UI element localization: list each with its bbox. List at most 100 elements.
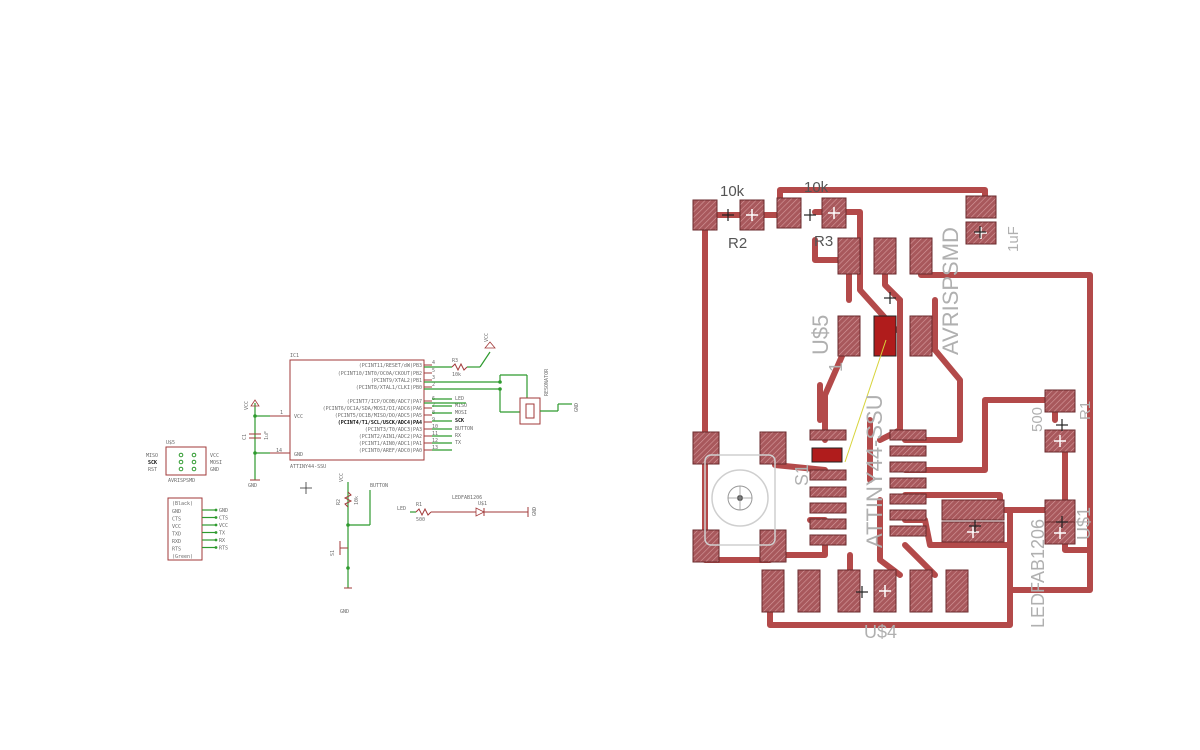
smd-pad xyxy=(909,237,933,275)
switch-name: S1 xyxy=(330,550,336,556)
ic1-symbol[interactable]: IC1 ATTINY44-SSU VCC GND 1 14 (PCINT11/R… xyxy=(270,353,473,470)
ic1-pin-label: (PCINT2/AIN1/ADC2)PA2 xyxy=(359,434,422,440)
ic-pin1-marker xyxy=(811,447,843,463)
board-ftdi-name: U$4 xyxy=(864,622,897,642)
board-pads xyxy=(692,195,1076,613)
button-net-label: BUTTON xyxy=(370,483,388,489)
r1-name: R1 xyxy=(416,502,422,508)
board-led-part: LEDFAB1206 xyxy=(1028,519,1048,628)
smd-pad xyxy=(692,199,718,231)
isp-name: U$5 xyxy=(166,440,175,446)
isp-pin-dots xyxy=(178,452,197,472)
board-ic-num: 1 xyxy=(826,362,846,372)
smd-pad xyxy=(889,445,927,457)
ic1-pin-label: (PCINT3/T0/ADC3)PA3 xyxy=(365,427,422,433)
ftdi-pin-label: TXD xyxy=(172,532,181,538)
led-name: U$1 xyxy=(478,501,487,507)
ftdi-net-label: CTS xyxy=(219,516,228,522)
ftdi-net-label: TX xyxy=(219,531,225,537)
ftdi-pin-label: CTS xyxy=(172,517,181,523)
smd-pad xyxy=(945,569,969,613)
isp-center-marker xyxy=(873,315,897,357)
smd-pad xyxy=(809,502,847,514)
resonator-net[interactable]: RESONATOR GND xyxy=(424,368,580,425)
r2-name: R2 xyxy=(336,499,342,505)
ftdi-net-label: VCC xyxy=(219,523,228,529)
smd-pad xyxy=(809,429,847,441)
ftdi-pin-label: RXD xyxy=(172,539,181,545)
ic1-net-label: TX xyxy=(455,440,461,446)
led-net-label: LED xyxy=(397,506,406,512)
smd-pad xyxy=(809,518,847,530)
gnd-label-led: GND xyxy=(532,507,538,516)
smd-pad xyxy=(837,237,861,275)
smd-pad xyxy=(759,529,787,563)
ic1-pin-number: 11 xyxy=(432,431,438,437)
ic1-pin-label: (PCINT10/INT0/OC0A/CKOUT)PB2 xyxy=(338,371,422,377)
schematic-view[interactable]: IC1 ATTINY44-SSU VCC GND 1 14 (PCINT11/R… xyxy=(146,333,580,615)
smd-pad xyxy=(759,431,787,465)
smd-pad xyxy=(761,569,785,613)
smd-pad xyxy=(809,486,847,498)
board-c-value: 1uF xyxy=(1005,226,1022,252)
ic1-pin-label: (PCINT1/AIN0/ADC1)PA1 xyxy=(359,441,422,447)
board-led-name: U$1 xyxy=(1074,507,1094,540)
ic1-pin-number: 3 xyxy=(432,375,435,381)
smd-pad xyxy=(889,525,927,537)
ic1-name: IC1 xyxy=(290,353,299,359)
board-isp-name: U$5 xyxy=(808,315,833,355)
vcc-decoupling[interactable]: VCC C1 1uF GND xyxy=(242,399,270,489)
ic1-pin-number: 2 xyxy=(432,382,435,388)
button-circuit[interactable]: BUTTON VCC R2 10k S1 GND xyxy=(330,473,388,615)
smd-pad xyxy=(837,315,861,357)
c1-name: C1 xyxy=(242,434,248,440)
r3-resistor[interactable]: R3 10k VCC xyxy=(424,333,496,378)
ftdi-net-label: RTS xyxy=(219,546,228,552)
ic1-pin-label: (PCINT6/OC1A/SDA/MOSI/DI/ADC6)PA6 xyxy=(323,406,422,412)
ic1-pin-label: (PCINT5/OC1B/MISO/DO/ADC5)PA5 xyxy=(335,413,422,419)
ic1-net-label: MISO xyxy=(455,403,467,409)
r1-value: 500 xyxy=(416,517,425,523)
smd-pad xyxy=(889,429,927,441)
smd-pad xyxy=(941,499,1005,521)
smd-pad xyxy=(776,197,802,229)
led-part: LEDFAB1206 xyxy=(452,495,482,501)
ftdi-pin-label: (Green) xyxy=(172,554,193,560)
ic1-net-label: RX xyxy=(455,433,461,439)
isp-header-symbol[interactable]: U$5 AVRISPSMD MISO SCK RST VCC MOSI GND xyxy=(146,440,222,484)
gnd-label-left: GND xyxy=(248,483,257,489)
isp-left-1: SCK xyxy=(148,460,157,466)
board-r2-name: R2 xyxy=(728,235,747,252)
board-view[interactable]: 10k R2 10k R3 1uF AVRISPSMD U$5 ATTINY44… xyxy=(692,179,1094,642)
isp-right-2: GND xyxy=(210,467,219,473)
smd-pad xyxy=(1044,389,1076,413)
ftdi-pin-label: VCC xyxy=(172,524,181,530)
ftdi-header-top: (Black) xyxy=(172,501,193,507)
ic1-pin-label: (PCINT4/T1/SCL/USCK/ADC4)PA4 xyxy=(338,420,422,426)
isp-right-0: VCC xyxy=(210,453,219,459)
origin-crosshair-icon xyxy=(300,482,312,494)
board-r3-value: 10k xyxy=(804,179,829,196)
resonator-label: RESONATOR xyxy=(544,368,550,396)
switch-body[interactable] xyxy=(704,454,776,546)
ic1-part: ATTINY44-SSU xyxy=(290,464,326,470)
board-isp: AVRISPSMD xyxy=(938,227,963,355)
isp-left-0: MISO xyxy=(146,453,158,459)
ic1-net-label: MOSI xyxy=(455,410,467,416)
ftdi-net-label: GND xyxy=(219,508,228,514)
ic1-vcc-pin: VCC xyxy=(294,414,303,420)
ftdi-net-label: RX xyxy=(219,538,225,544)
ic1-net-label: SCK xyxy=(455,418,464,424)
r2-value: 10k xyxy=(354,496,360,505)
ftdi-header-symbol[interactable]: (Black) GNDCTSVCCTXDRXDRTS(Green)GNDCTSV… xyxy=(167,497,228,561)
smd-pad xyxy=(965,195,997,219)
smd-pad xyxy=(692,529,720,563)
smd-pad xyxy=(889,509,927,521)
board-r1-name: R1 xyxy=(1077,401,1094,420)
board-r3-name: R3 xyxy=(814,233,833,250)
ic1-gnd-pin-num: 14 xyxy=(276,448,282,454)
ic1-vcc-pin-num: 1 xyxy=(280,410,283,416)
ic1-net-label: LED xyxy=(455,396,464,402)
led-circuit[interactable]: LED R1 500 LEDFAB1206 U$1 GND xyxy=(397,495,538,523)
